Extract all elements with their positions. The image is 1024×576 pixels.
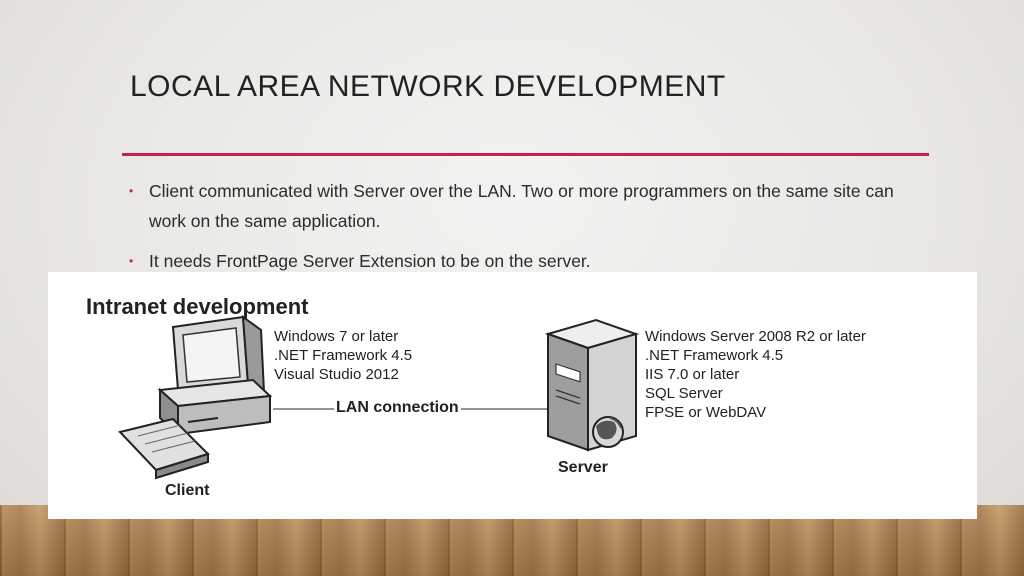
client-spec-item: .NET Framework 4.5 [274,347,413,364]
client-computer-icon [118,314,273,480]
bullet-item: • It needs FrontPage Server Extension to… [127,246,927,276]
server-spec-item: SQL Server [645,385,723,402]
bullet-text: It needs FrontPage Server Extension to b… [149,251,591,271]
diagram-artwork [118,314,640,480]
server-spec-item: Windows Server 2008 R2 or later [645,328,866,345]
client-label: Client [165,482,210,499]
title-divider [122,153,929,156]
lan-connection-label: LAN connection [334,399,461,417]
server-spec-item: .NET Framework 4.5 [645,347,784,364]
server-label: Server [558,459,608,476]
server-tower-icon [544,318,640,452]
client-specs: Windows 7 or later .NET Framework 4.5 Vi… [274,327,412,384]
server-spec-item: FPSE or WebDAV [645,404,767,421]
bullet-list: • Client communicated with Server over t… [127,176,927,286]
diagram-title: Intranet development [86,294,309,319]
bullet-text: Client communicated with Server over the… [149,181,894,231]
slide-title: LOCAL AREA NETWORK DEVELOPMENT [130,70,726,103]
server-specs: Windows Server 2008 R2 or later .NET Fra… [645,327,866,422]
server-spec-item: IIS 7.0 or later [645,366,740,383]
client-spec-item: Visual Studio 2012 [274,366,399,383]
bullet-icon: • [129,184,134,198]
client-spec-item: Windows 7 or later [274,328,399,345]
bullet-icon: • [129,254,134,268]
bullet-item: • Client communicated with Server over t… [127,176,927,236]
intranet-diagram: Intranet development Windows 7 or later … [48,272,977,519]
